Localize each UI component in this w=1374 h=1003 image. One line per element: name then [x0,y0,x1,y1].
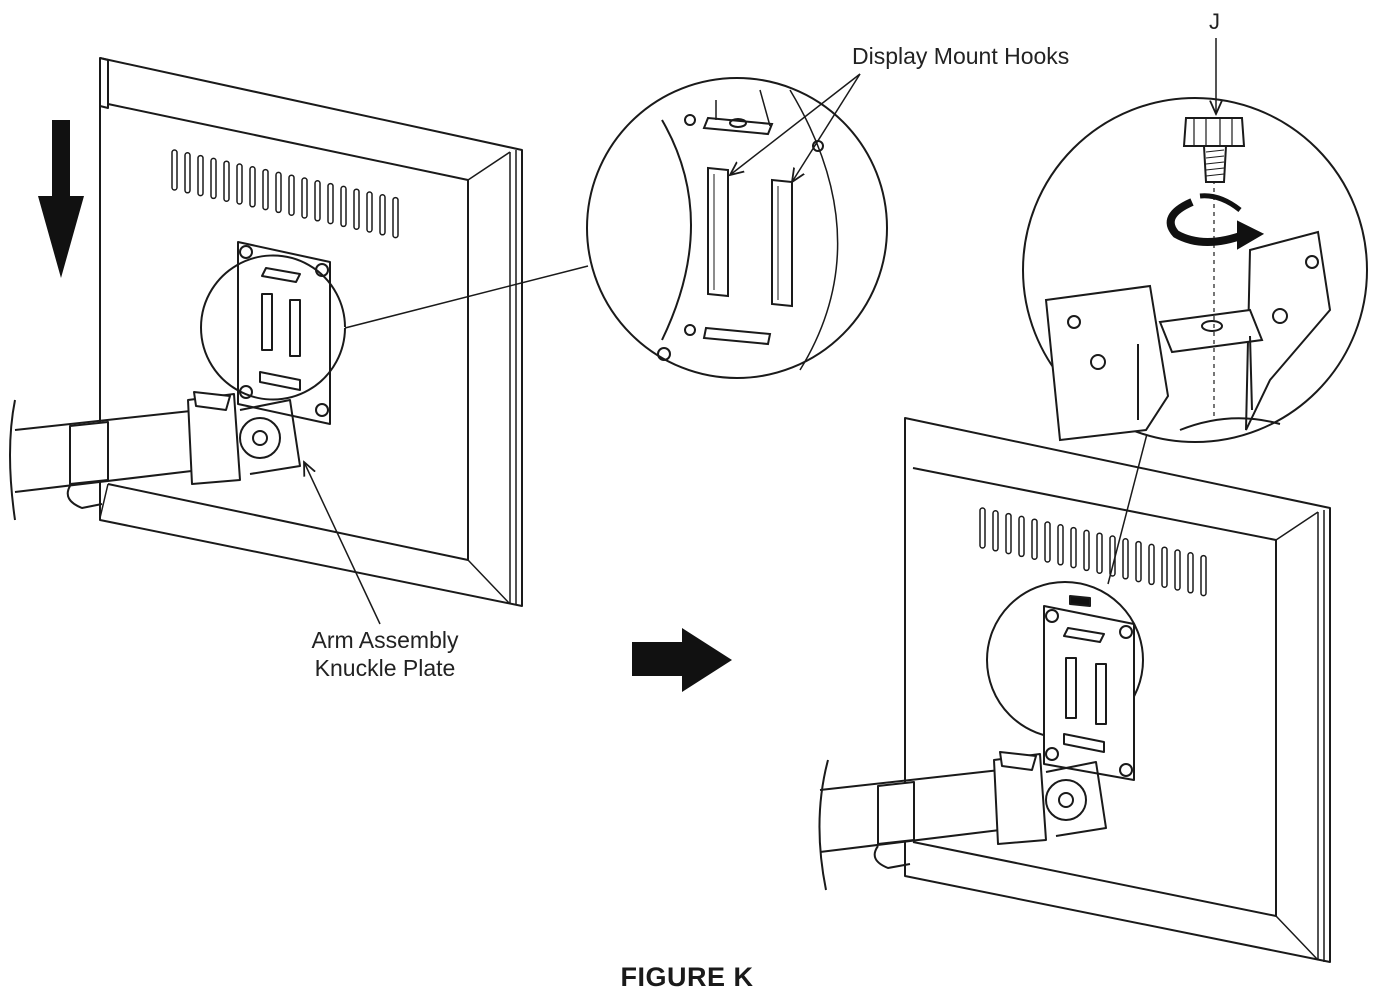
vent-slot [250,167,255,207]
right-mount-plate [1044,606,1134,780]
vent-slot [341,186,346,226]
display-mount-hooks-label: Display Mount Hooks [852,43,1070,69]
vent-slot [1045,522,1050,562]
vent-slot [224,161,229,201]
vent-slot [328,184,333,224]
vent-slot [1084,530,1089,570]
screw-j-icon [1184,118,1244,146]
vent-slot [393,198,398,238]
vent-slot [1175,550,1180,590]
vent-slot [1188,553,1193,593]
vent-slot [1201,556,1206,596]
figure-caption: FIGURE K [620,962,754,992]
vent-slot [1149,544,1154,584]
vent-slot [1019,516,1024,556]
vent-slot [1136,542,1141,582]
vent-slot [315,181,320,221]
left-assembly [10,58,588,624]
vent-slot [263,170,268,210]
knuckle-bolt [240,418,280,458]
vent-slot [380,195,385,235]
left-vent-slots [172,150,398,238]
hooks-magnifier [587,74,887,378]
vent-slot [993,511,998,551]
vent-slot [1123,539,1128,579]
vent-slot [185,153,190,193]
right-arrow-icon [632,628,732,692]
hook-1 [708,168,728,296]
rotation-arrow-icon [1171,202,1246,242]
vent-slot [1058,525,1063,565]
vent-slot [289,175,294,215]
right-assembly [819,418,1330,962]
knuckle-label-line1: Arm Assembly [311,627,459,653]
vent-slot [276,172,281,212]
screw-magnifier [1023,38,1367,442]
vent-slot [980,508,985,548]
knuckle-plate-label: Arm Assembly Knuckle Plate [300,626,470,682]
hook-2 [772,180,792,306]
vent-slot [354,189,359,229]
vent-slot [1097,533,1102,573]
knuckle-label-line2: Knuckle Plate [314,655,456,681]
vent-slot [1006,514,1011,554]
vent-slot [172,150,177,190]
down-arrow-icon [38,120,84,278]
vent-slot [198,156,203,196]
vent-slot [367,192,372,232]
vent-slot [1162,547,1167,587]
part-j-label: J [1209,9,1220,34]
vent-slot [302,178,307,218]
right-vent-slots [980,508,1206,596]
vent-slot [211,158,216,198]
vent-slot [237,164,242,204]
vent-slot [1032,519,1037,559]
vent-slot [1071,528,1076,568]
